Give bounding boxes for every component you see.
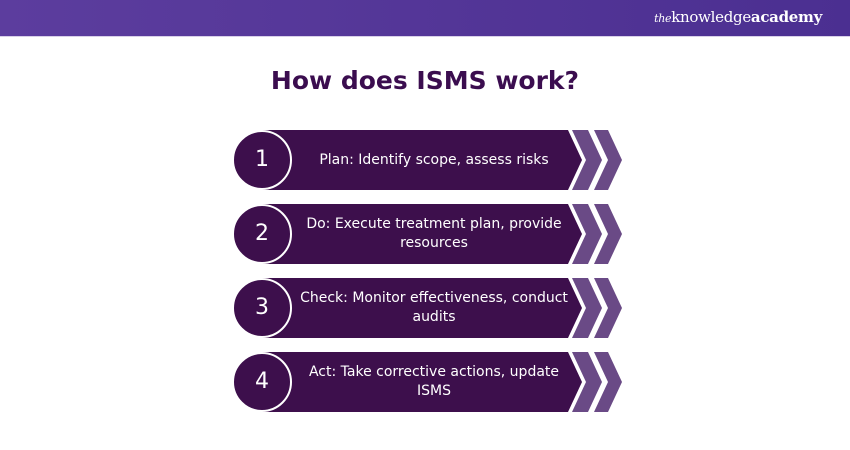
logo-prefix: the <box>654 12 672 25</box>
step-shape <box>232 130 622 190</box>
page-title: How does ISMS work? <box>270 66 580 95</box>
step-row: 2 Do: Execute treatment plan, provide re… <box>230 204 622 264</box>
step-number: 4 <box>255 369 269 394</box>
step-row: 4 Act: Take corrective actions, update I… <box>230 352 622 412</box>
step-shape <box>232 204 622 264</box>
step-row: 1 Plan: Identify scope, assess risks <box>230 130 622 190</box>
step-text: Act: Take corrective actions, update ISM… <box>308 364 560 399</box>
step-text: Plan: Identify scope, assess risks <box>319 151 549 168</box>
step-text: Check: Monitor effectiveness, conduct au… <box>300 290 568 325</box>
step-shape <box>232 278 622 338</box>
step-shape <box>232 352 622 412</box>
header-bar: theknowledgeacademy <box>0 0 850 37</box>
step-text: Do: Execute treatment plan, provide reso… <box>306 216 562 251</box>
step-number: 1 <box>255 147 269 172</box>
step-row: 3 Check: Monitor effectiveness, conduct … <box>230 278 622 338</box>
step-number: 2 <box>255 221 269 246</box>
step-number: 3 <box>255 295 269 320</box>
logo-name: knowledge <box>671 8 751 26</box>
logo-suffix: academy <box>750 8 822 26</box>
brand-logo: theknowledgeacademy <box>654 8 822 26</box>
